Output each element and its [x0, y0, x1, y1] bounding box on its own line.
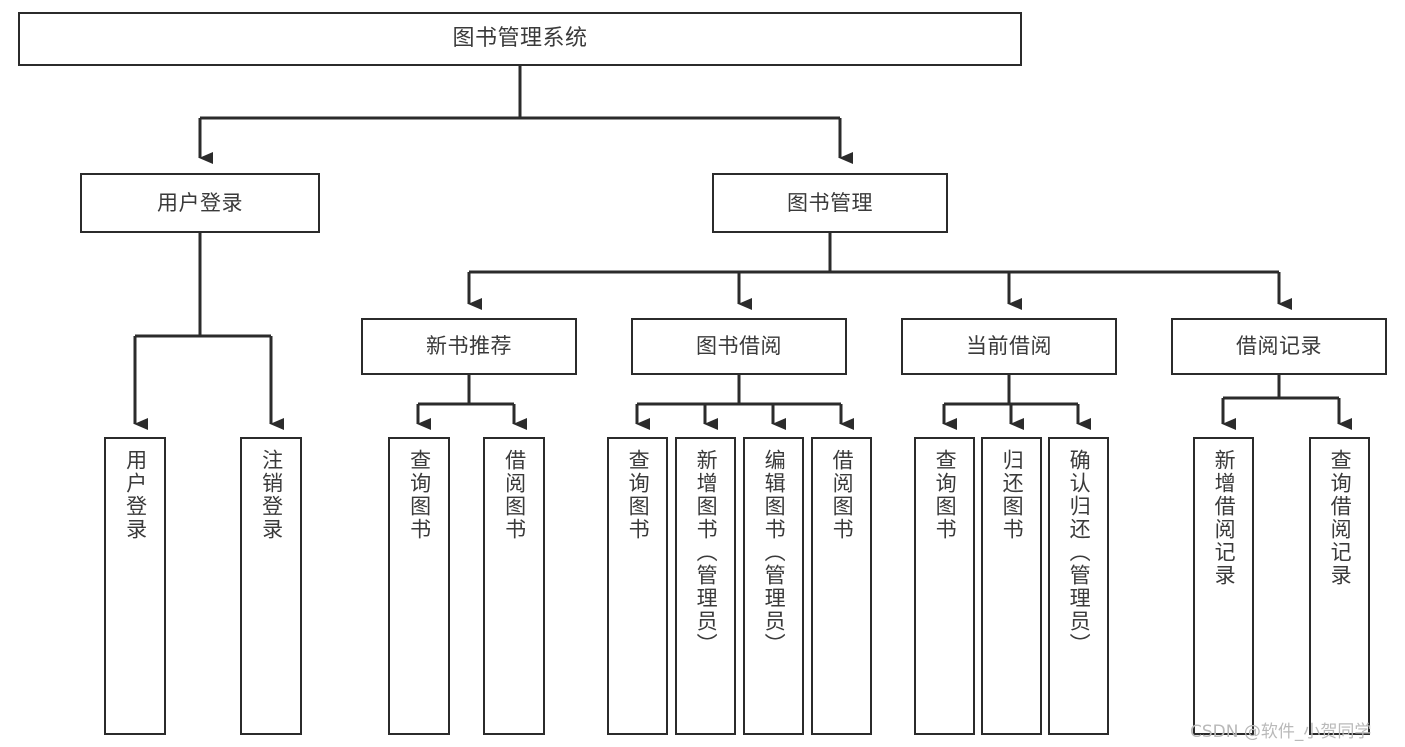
node-label: 查询图书 [626, 449, 651, 541]
node-book-management[interactable]: 图书管理 [712, 173, 948, 233]
node-borrow-record[interactable]: 借阅记录 [1171, 318, 1387, 375]
node-current-borrow[interactable]: 当前借阅 [901, 318, 1117, 375]
leaf-user-login-login[interactable]: 用户登录 [104, 437, 166, 735]
leaf-user-login-logout[interactable]: 注销登录 [240, 437, 302, 735]
node-label: 查询图书 [933, 449, 958, 541]
leaf-borrow-record-query[interactable]: 查询借阅记录 [1309, 437, 1370, 735]
node-label: 借阅记录 [1236, 334, 1322, 359]
node-label: 用户登录 [123, 449, 148, 541]
node-label: 查询图书 [407, 449, 432, 541]
leaf-current-borrow-return[interactable]: 归还图书 [981, 437, 1042, 735]
node-label: 借阅图书 [830, 449, 855, 541]
leaf-new-book-borrow[interactable]: 借阅图书 [483, 437, 545, 735]
leaf-borrow-record-add[interactable]: 新增借阅记录 [1193, 437, 1254, 735]
node-label: 新增图书（管理员） [694, 449, 719, 656]
node-label: 图书借阅 [696, 334, 782, 359]
node-label: 当前借阅 [966, 334, 1052, 359]
leaf-book-borrow-add[interactable]: 新增图书（管理员） [675, 437, 736, 735]
leaf-current-borrow-confirm[interactable]: 确认归还（管理员） [1048, 437, 1109, 735]
leaf-current-borrow-query[interactable]: 查询图书 [914, 437, 975, 735]
node-label: 新书推荐 [426, 334, 512, 359]
watermark-text: CSDN @软件_小贺同学 [1190, 722, 1372, 742]
leaf-book-borrow-edit[interactable]: 编辑图书（管理员） [743, 437, 804, 735]
node-root-system[interactable]: 图书管理系统 [18, 12, 1022, 66]
node-book-borrow[interactable]: 图书借阅 [631, 318, 847, 375]
node-label: 编辑图书（管理员） [762, 449, 787, 656]
leaf-new-book-query[interactable]: 查询图书 [388, 437, 450, 735]
leaf-book-borrow-borrow[interactable]: 借阅图书 [811, 437, 872, 735]
node-label: 归还图书 [1000, 449, 1025, 541]
node-label: 注销登录 [259, 449, 284, 541]
node-user-login[interactable]: 用户登录 [80, 173, 320, 233]
node-label: 图书管理系统 [452, 26, 588, 52]
node-label: 用户登录 [157, 190, 243, 215]
node-label: 新增借阅记录 [1212, 449, 1237, 587]
node-label: 查询借阅记录 [1328, 449, 1353, 587]
node-new-book-recommend[interactable]: 新书推荐 [361, 318, 577, 375]
leaf-book-borrow-query[interactable]: 查询图书 [607, 437, 668, 735]
node-label: 确认归还（管理员） [1067, 449, 1092, 656]
node-label: 图书管理 [787, 190, 873, 215]
node-label: 借阅图书 [502, 449, 527, 541]
